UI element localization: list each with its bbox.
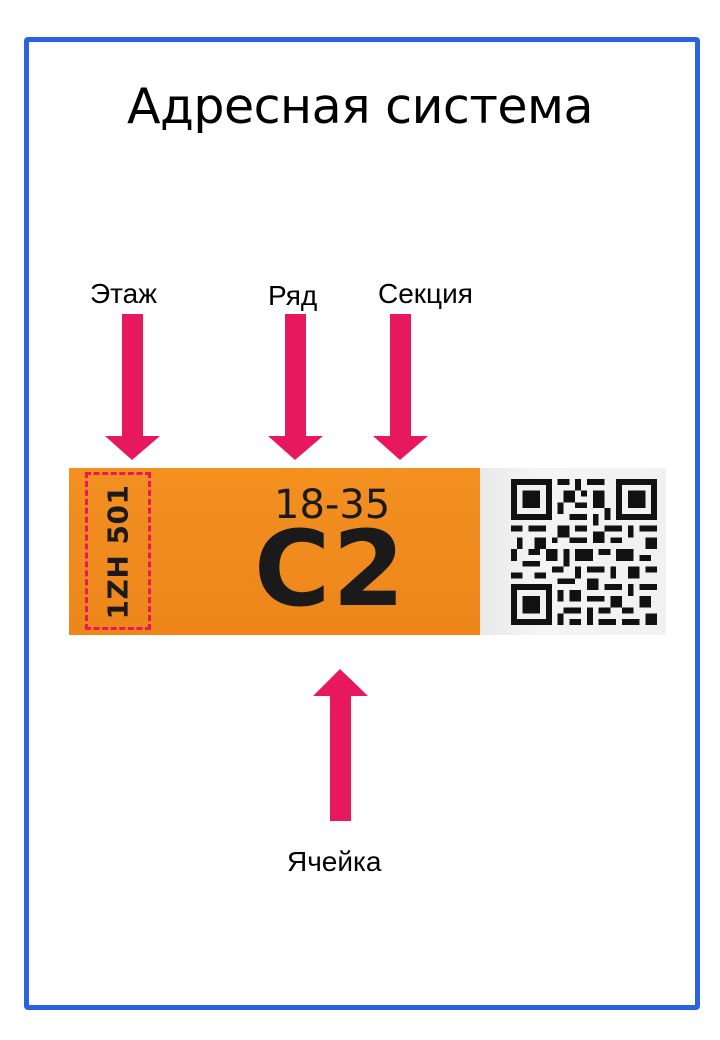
cell-code: C2 bbox=[254, 508, 407, 630]
arrow-down-icon bbox=[105, 314, 160, 460]
callout-section-label: Секция bbox=[378, 278, 473, 309]
arrow-down-icon bbox=[268, 314, 323, 460]
arrow-up-icon bbox=[313, 669, 368, 821]
location-label: 1ZH 501 18-35 C2 bbox=[69, 468, 666, 635]
qr-code-icon bbox=[511, 479, 657, 625]
callout-floor-label: Этаж bbox=[90, 278, 157, 309]
slide-title: Адресная система bbox=[126, 78, 594, 135]
label-orange-area bbox=[69, 468, 480, 635]
callout-cell-label: Ячейка bbox=[287, 846, 382, 877]
row-section-code: 18-35 bbox=[274, 482, 391, 528]
floor-code: 1ZH 501 bbox=[101, 484, 135, 620]
slide-frame bbox=[24, 37, 700, 1010]
callout-row-label: Ряд bbox=[268, 280, 318, 311]
arrow-down-icon bbox=[373, 314, 428, 460]
floor-highlight-box bbox=[85, 472, 151, 630]
